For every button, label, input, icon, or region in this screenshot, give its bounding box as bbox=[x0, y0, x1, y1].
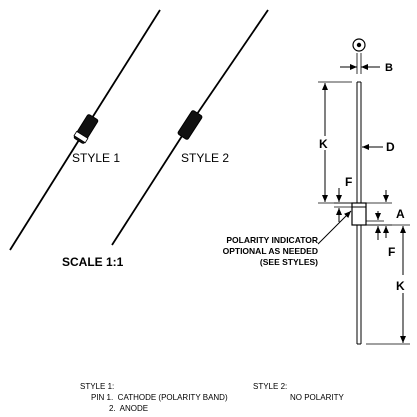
scale-label: SCALE 1:1 bbox=[62, 255, 124, 269]
style1-label: STYLE 1 bbox=[72, 151, 120, 165]
a-dimension-label: A bbox=[396, 207, 405, 221]
style2-label: STYLE 2 bbox=[181, 151, 229, 165]
style1-lead-lower bbox=[9, 139, 80, 251]
k-top-dimension-label: K bbox=[319, 137, 328, 151]
style2-lead-upper bbox=[196, 9, 269, 115]
d-dimension-label: D bbox=[386, 140, 395, 154]
polarity-note-line1: POLARITY INDICATOR bbox=[226, 235, 318, 245]
style1-heading: STYLE 1: bbox=[80, 382, 115, 391]
polarity-leader-line bbox=[317, 210, 352, 245]
f-upper-dimension-label: F bbox=[345, 175, 352, 189]
lead-end-view-outer bbox=[352, 38, 366, 52]
style2-diode bbox=[111, 9, 269, 246]
style1-pin2: 2. ANODE bbox=[109, 404, 149, 413]
style1-polarity-band bbox=[73, 130, 89, 144]
k-bottom-dimension-label: K bbox=[396, 279, 405, 293]
polarity-note-line3: (SEE STYLES) bbox=[260, 257, 318, 267]
polarity-note: POLARITY INDICATOR OPTIONAL AS NEEDED (S… bbox=[223, 235, 319, 267]
diode-body bbox=[351, 202, 367, 226]
style1-body bbox=[73, 114, 99, 144]
lead-end-view-inner bbox=[356, 42, 362, 48]
dimension-view: B K D F A F bbox=[317, 38, 410, 345]
b-dimension-label: B bbox=[385, 62, 393, 74]
polarity-note-line2: OPTIONAL AS NEEDED bbox=[223, 246, 318, 256]
style2-lead-lower bbox=[111, 135, 183, 246]
style1-diode bbox=[9, 9, 161, 251]
f-lower-dimension-label: F bbox=[388, 245, 395, 259]
style2-body bbox=[177, 110, 203, 140]
style1-pin1: PIN 1. CATHODE (POLARITY BAND) bbox=[91, 393, 228, 402]
style2-heading: STYLE 2: bbox=[253, 382, 288, 391]
style1-lead-upper bbox=[91, 9, 161, 119]
style2-value: NO POLARITY bbox=[290, 393, 344, 402]
